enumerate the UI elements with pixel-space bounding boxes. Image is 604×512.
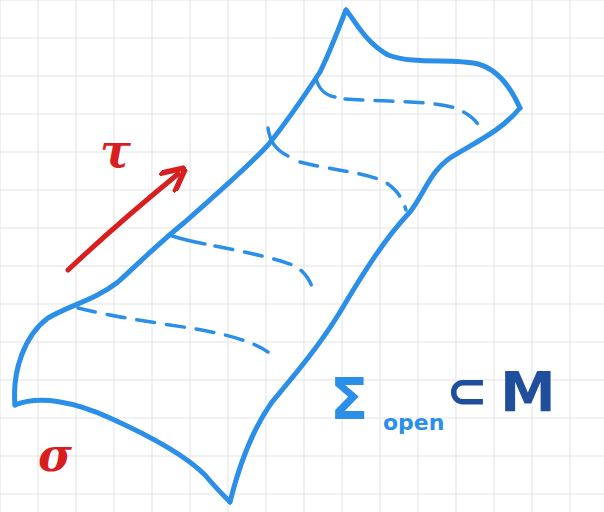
strip-boundary xyxy=(346,10,520,108)
strip-boundary xyxy=(15,400,230,502)
grid-line xyxy=(380,0,381,512)
grid-line xyxy=(418,0,419,512)
cross-section xyxy=(268,128,288,156)
grid-line xyxy=(0,0,1,512)
grid-line xyxy=(0,152,604,153)
sigma-capital-label: Σ xyxy=(330,372,368,428)
sigma-label: σ xyxy=(38,432,72,478)
grid-line xyxy=(0,494,604,495)
grid-line xyxy=(570,0,571,512)
grid-line xyxy=(152,0,153,512)
cross-section xyxy=(316,78,335,97)
grid-line xyxy=(114,0,115,512)
grid-line xyxy=(0,0,604,1)
grid-line xyxy=(342,0,343,512)
grid-line xyxy=(0,76,604,77)
strip-boundary xyxy=(230,108,520,502)
grid-line xyxy=(456,0,457,512)
tau-arrow xyxy=(68,174,178,270)
open-subscript: open xyxy=(383,412,444,434)
subset-symbol: ⊂ xyxy=(446,366,488,416)
grid-line xyxy=(0,342,604,343)
grid-line xyxy=(0,266,604,267)
cross-section xyxy=(300,162,406,210)
grid-line xyxy=(532,0,533,512)
cross-section xyxy=(172,236,205,244)
grid-line xyxy=(494,0,495,512)
grid-line xyxy=(0,304,604,305)
cross-section xyxy=(345,99,483,132)
strip-boundary xyxy=(15,10,346,405)
grid-line xyxy=(266,0,267,512)
tau-label: τ xyxy=(100,128,131,174)
cross-section xyxy=(78,308,268,352)
grid-line xyxy=(76,0,77,512)
manifold-label: M xyxy=(500,364,556,420)
grid-line xyxy=(0,456,604,457)
cross-section xyxy=(215,246,314,292)
grid-line xyxy=(190,0,191,512)
grid-line xyxy=(0,38,604,39)
grid-line xyxy=(304,0,305,512)
grid-line xyxy=(0,228,604,229)
grid-line xyxy=(0,190,604,191)
grid-line xyxy=(228,0,229,512)
